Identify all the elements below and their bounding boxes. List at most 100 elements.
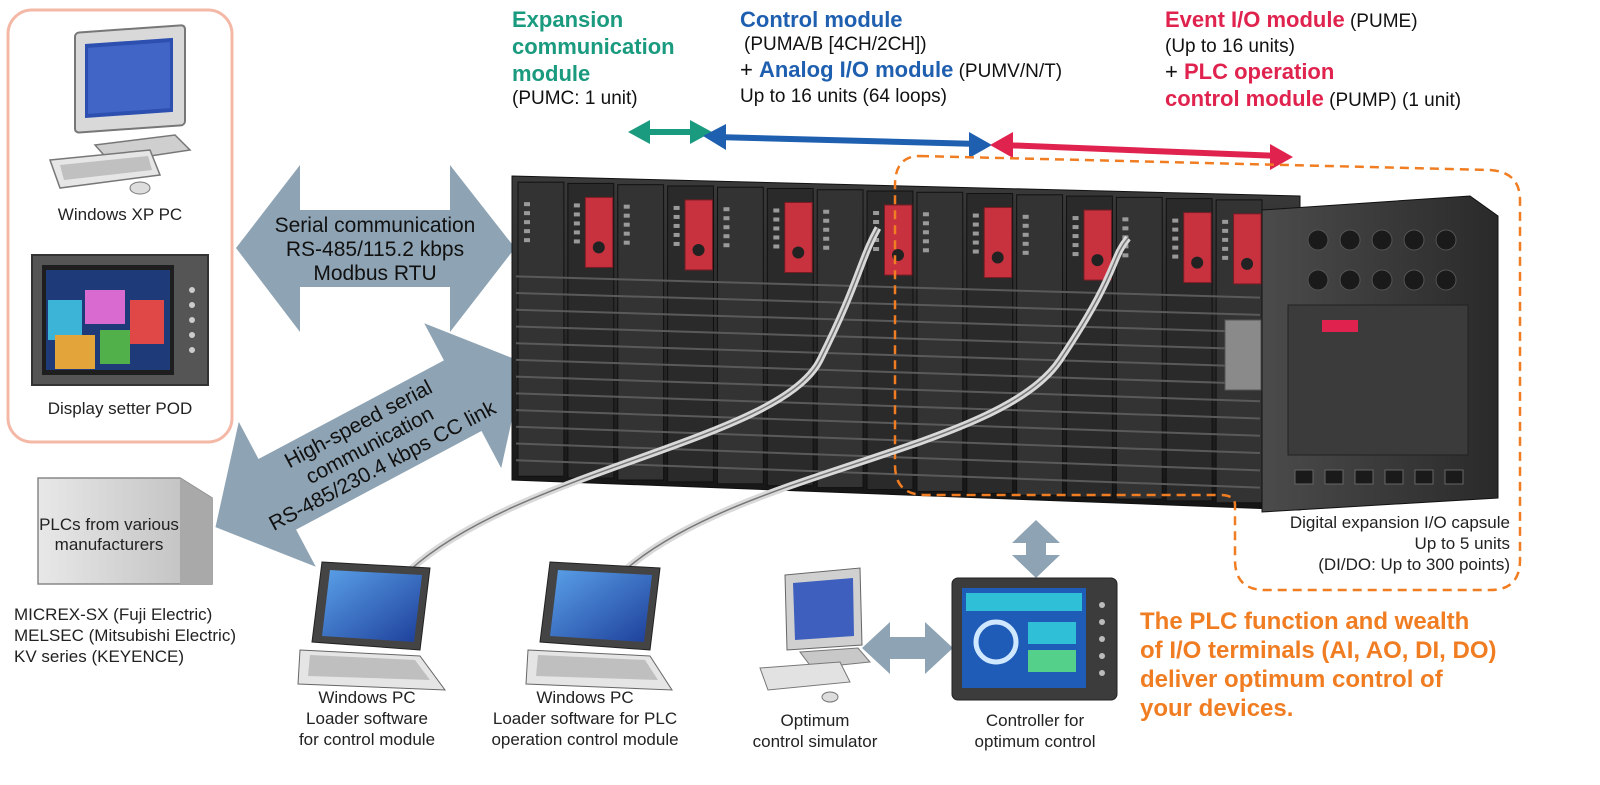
capsule-line-3: (DI/DO: Up to 300 points) bbox=[1318, 555, 1510, 574]
module-led bbox=[524, 202, 530, 207]
plc-detail: (PUMP) (1 unit) bbox=[1323, 90, 1462, 111]
serial-line-2: RS-485/115.2 kbps bbox=[285, 238, 465, 261]
simulator-line-1: Optimum bbox=[780, 711, 850, 730]
pc-group-frame bbox=[6, 8, 234, 444]
optimum-controller-icon bbox=[951, 577, 1118, 701]
module-faceplate bbox=[584, 196, 614, 268]
module-led bbox=[723, 225, 730, 230]
module-led bbox=[1122, 217, 1129, 222]
terminal-fin bbox=[515, 325, 1261, 351]
module-led bbox=[1172, 218, 1179, 223]
expansion-title-3: module bbox=[512, 61, 591, 86]
display-setter-pod-label: Display setter POD bbox=[47, 399, 193, 418]
module-led bbox=[673, 214, 680, 219]
tagline-line-1: The PLC function and wealth bbox=[1140, 608, 1470, 635]
module-led bbox=[823, 227, 830, 232]
module-knob bbox=[1191, 256, 1204, 269]
plc-vendor-3: KV series (KEYENCE) bbox=[14, 647, 185, 666]
module-led bbox=[623, 231, 630, 236]
controller-line-1: Controller for bbox=[985, 711, 1085, 730]
capsule-bottom-terminal bbox=[1414, 469, 1434, 485]
module-led bbox=[573, 221, 580, 226]
plc-box-line-1: PLCs from various bbox=[39, 515, 179, 534]
capsule-terminal bbox=[1435, 269, 1457, 291]
plc-box-line-2: manufacturers bbox=[54, 535, 164, 554]
rack-slot bbox=[816, 189, 864, 489]
capsule-terminal bbox=[1403, 229, 1425, 251]
module-led bbox=[773, 217, 780, 222]
module-led bbox=[972, 222, 979, 227]
module-led bbox=[673, 241, 680, 246]
simulator-label: Optimum control simulator bbox=[730, 710, 900, 752]
control-detail-2: Up to 16 units (64 loops) bbox=[740, 86, 948, 107]
module-knob bbox=[692, 243, 705, 256]
terminal-fin bbox=[515, 342, 1261, 368]
analog-detail: (PUMV/N/T) bbox=[953, 61, 1063, 82]
module-faceplate bbox=[684, 199, 713, 271]
terminal-fin bbox=[515, 358, 1261, 385]
control-title: Control module bbox=[740, 7, 903, 32]
module-led bbox=[1022, 241, 1029, 246]
module-led bbox=[1072, 216, 1079, 221]
module-knob bbox=[991, 251, 1004, 264]
module-led bbox=[524, 229, 530, 234]
controller-label: Controller for optimum control bbox=[950, 710, 1120, 752]
module-led bbox=[922, 248, 929, 253]
capsule-bottom-terminal bbox=[1384, 469, 1404, 485]
event-module-header: Event I/O module (PUME) (Up to 16 units)… bbox=[1165, 6, 1461, 114]
module-led bbox=[873, 211, 880, 216]
terminal-fin bbox=[515, 442, 1261, 472]
module-faceplate bbox=[983, 207, 1013, 279]
module-led bbox=[623, 240, 630, 245]
laptop-2-line-1: Windows PC bbox=[536, 688, 634, 707]
module-rack bbox=[511, 175, 1301, 511]
module-led bbox=[524, 211, 530, 216]
capsule-terminal bbox=[1403, 269, 1425, 291]
module-led bbox=[773, 208, 780, 213]
module-led bbox=[873, 247, 880, 252]
controller-line-2: optimum control bbox=[974, 732, 1096, 751]
expansion-title-1: Expansion bbox=[512, 7, 624, 32]
module-led bbox=[823, 209, 830, 214]
module-led bbox=[1022, 232, 1029, 237]
capsule-line-1: Digital expansion I/O capsule bbox=[1289, 513, 1510, 532]
desktop-pc-icon bbox=[48, 24, 192, 195]
rack-slot bbox=[716, 186, 764, 485]
capsule-terminal bbox=[1307, 229, 1329, 251]
plc-vendor-1: MICREX-SX (Fuji Electric) bbox=[14, 605, 213, 624]
laptop-1-icon bbox=[297, 561, 447, 691]
loader-cable-2-edge bbox=[624, 237, 1129, 571]
expansion-detail: (PUMC: 1 unit) bbox=[512, 88, 638, 109]
plc-title-2: control module bbox=[1165, 86, 1324, 111]
tagline: The PLC function and wealth of I/O termi… bbox=[1140, 607, 1496, 723]
module-faceplate bbox=[1183, 212, 1212, 284]
capsule-bottom-terminal bbox=[1294, 469, 1314, 485]
digital-expansion-capsule bbox=[1224, 195, 1499, 513]
simulator-pc-icon bbox=[759, 567, 872, 703]
tagline-line-2: of I/O terminals (AI, AO, DI, DO) bbox=[1140, 637, 1497, 664]
terminal-fin bbox=[515, 409, 1261, 437]
capsule-terminal bbox=[1339, 269, 1361, 291]
module-led bbox=[1172, 227, 1179, 232]
module-led bbox=[1222, 237, 1229, 242]
module-led bbox=[623, 204, 630, 209]
module-led bbox=[673, 223, 680, 228]
analog-title: Analog I/O module bbox=[758, 57, 954, 82]
serial-line-3: Modbus RTU bbox=[313, 262, 437, 285]
module-led bbox=[1022, 223, 1029, 228]
module-led bbox=[972, 240, 979, 245]
control-span-arrow bbox=[703, 124, 992, 158]
module-led bbox=[1172, 236, 1179, 241]
plc-vendor-2: MELSEC (Mitsubishi Electric) bbox=[14, 626, 236, 645]
laptop-2-icon bbox=[525, 561, 673, 691]
module-led bbox=[972, 249, 979, 254]
module-led bbox=[573, 203, 580, 208]
module-led bbox=[1122, 226, 1129, 231]
plc-box-icon bbox=[37, 477, 213, 585]
module-faceplate bbox=[1083, 209, 1112, 281]
event-title: Event I/O module bbox=[1165, 7, 1345, 32]
module-led bbox=[623, 222, 630, 227]
laptop-1-line-3: for control module bbox=[298, 730, 436, 749]
terminal-fin bbox=[515, 459, 1261, 489]
